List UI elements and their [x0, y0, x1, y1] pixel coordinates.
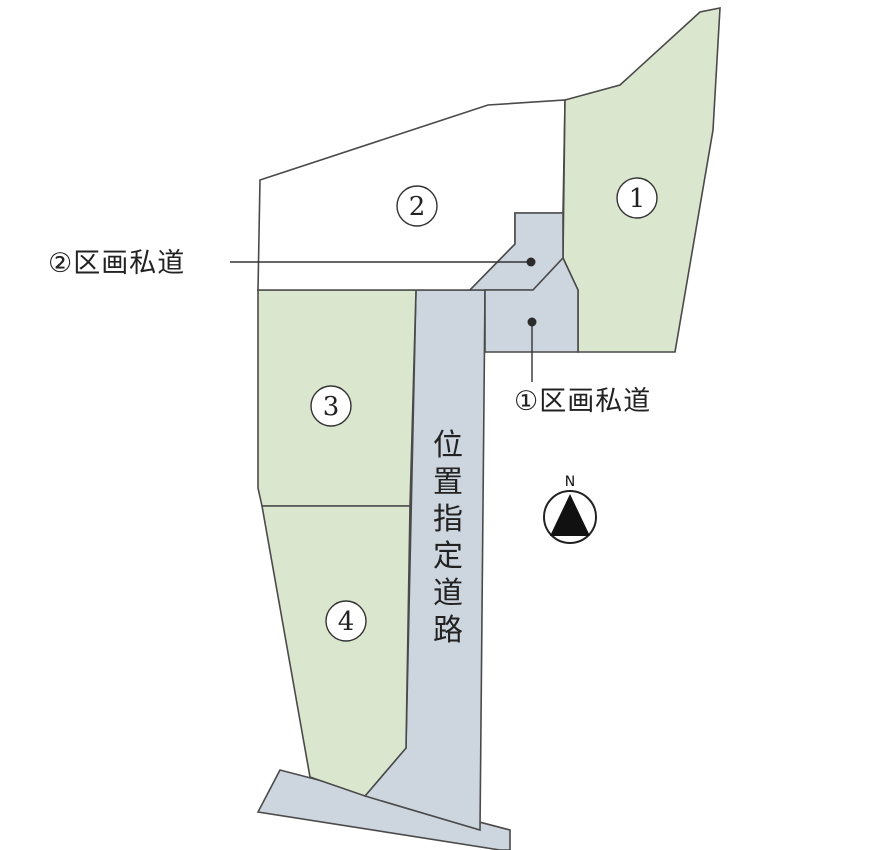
private-road-2-label: ②区画私道	[48, 248, 185, 279]
private-road-1-dot	[527, 317, 537, 327]
designated-road-char-4: 定	[433, 539, 463, 574]
lot-4-marker: 4	[325, 600, 367, 642]
lot-4-parcel	[261, 505, 411, 797]
lot-1-marker: 1	[616, 177, 658, 219]
lot-1-number: 1	[629, 184, 646, 214]
designated-road-char-6: 路	[433, 613, 463, 648]
lot-3-marker: 3	[310, 385, 352, 427]
designated-road-char-2: 置	[433, 465, 463, 500]
designated-road-char-1: 位	[433, 428, 463, 463]
lot-3-number: 3	[323, 392, 340, 422]
north-compass-icon: N	[543, 474, 597, 544]
lot-4-number: 4	[338, 607, 355, 637]
designated-road-label: 位 置 指 定 道 路	[433, 428, 463, 648]
lot-2-number: 2	[409, 192, 426, 222]
designated-road-char-3: 指	[433, 502, 463, 537]
private-road-1	[484, 256, 579, 353]
designated-road-char-5: 道	[433, 576, 463, 611]
private-road-2-dot	[526, 257, 536, 267]
north-label: N	[565, 474, 575, 490]
lot-2-marker: 2	[396, 185, 438, 227]
private-road-1-label: ①区画私道	[514, 386, 651, 417]
